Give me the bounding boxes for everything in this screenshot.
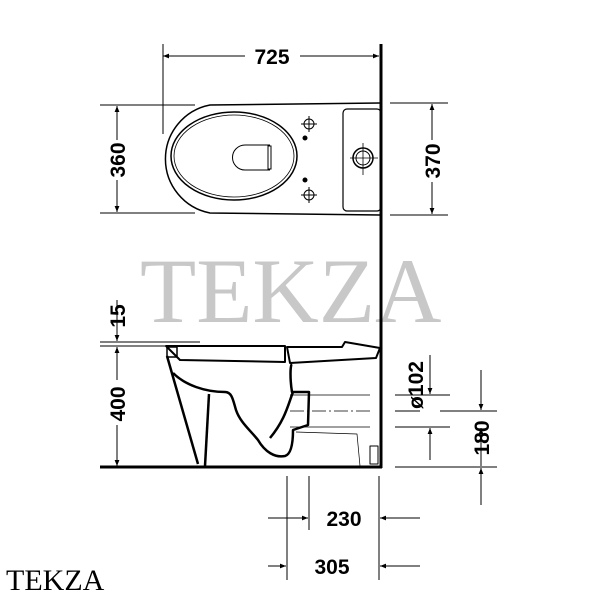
brand-logo: TEKZA — [6, 564, 105, 597]
watermark: TEKZA — [140, 240, 441, 342]
dim-230: 230 — [326, 508, 361, 531]
dim-360: 360 — [107, 142, 130, 177]
dim-outlet-diameter: ø102 — [405, 361, 428, 409]
dim-370: 370 — [422, 143, 445, 178]
dim-725: 725 — [254, 46, 289, 69]
dimension-lines — [100, 44, 497, 580]
dim-305: 305 — [314, 556, 349, 579]
dim-400: 400 — [107, 386, 130, 421]
dim-15: 15 — [107, 304, 130, 328]
dim-180: 180 — [471, 420, 494, 455]
top-view — [164, 102, 382, 216]
side-view — [165, 341, 381, 467]
